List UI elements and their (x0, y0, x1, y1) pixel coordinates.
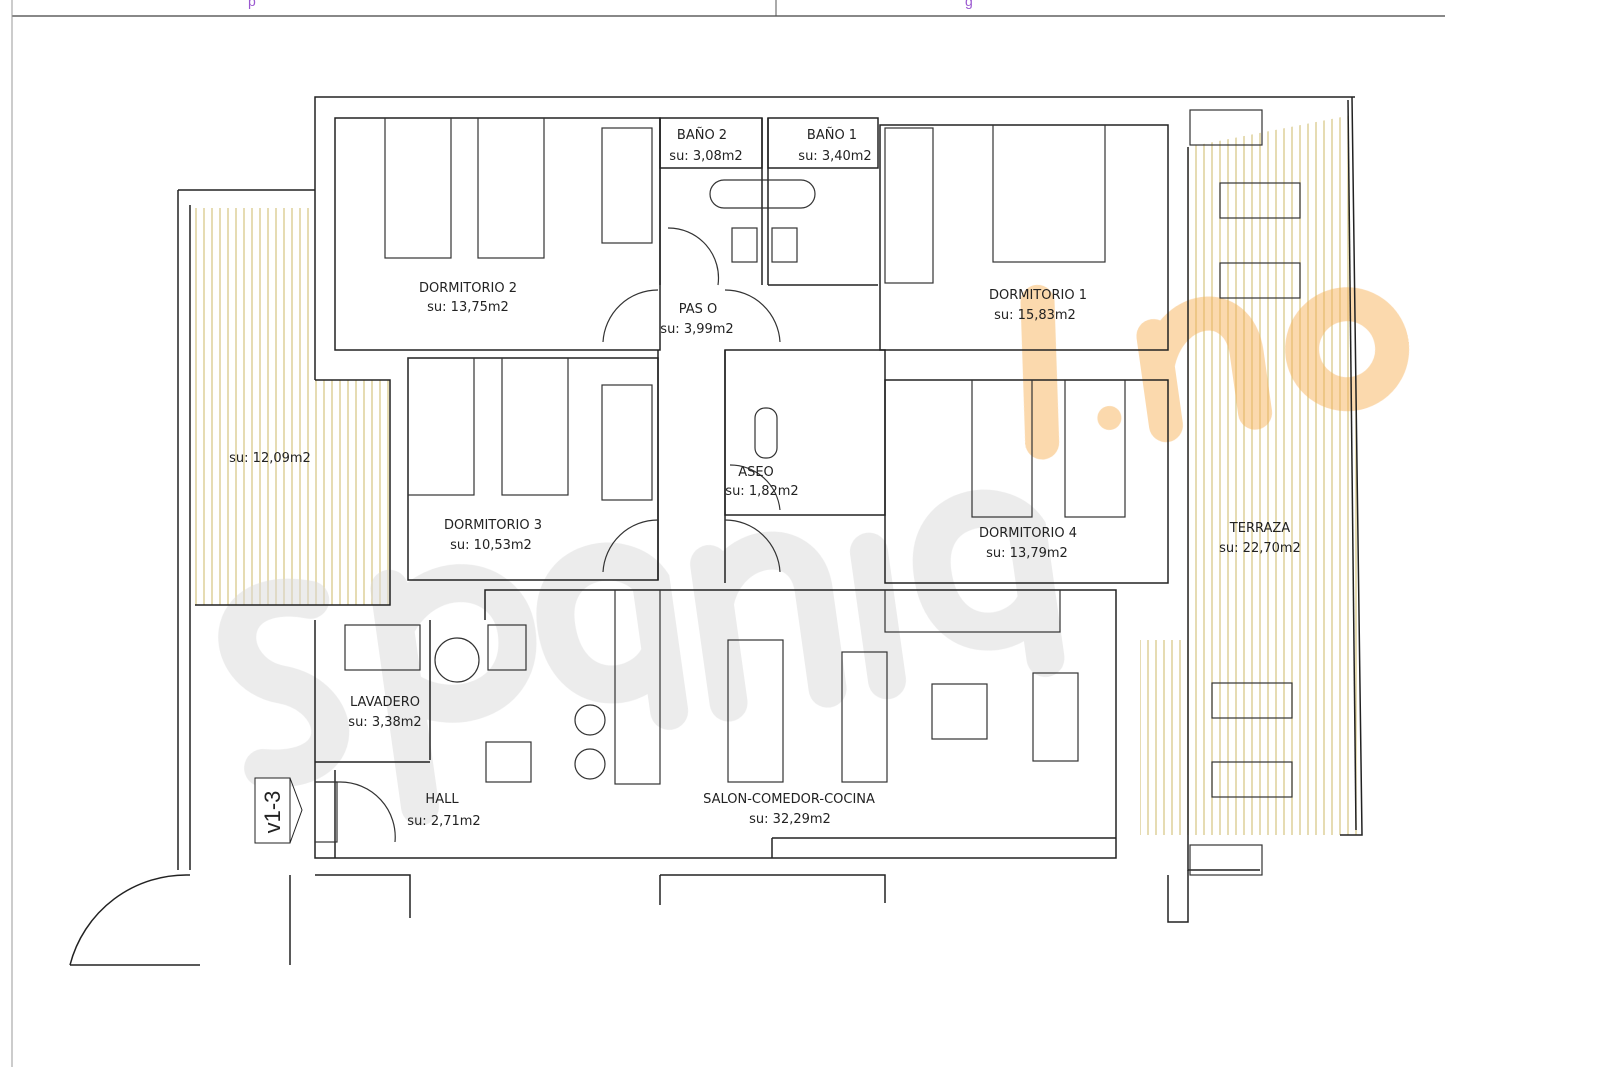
walls (69, 96, 1363, 966)
room-label-text: DORMITORIO 2 (419, 281, 517, 296)
room-dormitorio-3: DORMITORIO 3 su: 10,53m2 (444, 518, 542, 553)
room-salon: SALON-COMEDOR-COCINA su: 32,29m2 (703, 792, 875, 827)
room-label-text: su: 3,40m2 (798, 149, 871, 164)
unit-tag: v1-3 (254, 777, 303, 844)
room-paso: PAS O su: 3,99m2 (660, 302, 733, 337)
bed (384, 117, 452, 259)
terrace-decking (195, 115, 1362, 835)
room-label-text: su: 22,70m2 (1219, 541, 1301, 556)
room-label-text: su: 13,79m2 (986, 546, 1068, 561)
room-dormitorio-2: DORMITORIO 2 su: 13,75m2 (419, 281, 517, 315)
room-label-text: su: 10,53m2 (450, 538, 532, 553)
room-label-text: su: 1,82m2 (725, 484, 798, 499)
header-left-text: p (248, 0, 256, 9)
unit-tag-label: v1-3 (260, 791, 285, 834)
watermark-logo (218, 284, 1410, 826)
room-label-text: TERRAZA (1229, 521, 1290, 536)
watermark-mark-i (1020, 284, 1060, 460)
watermark-letter-i (849, 532, 907, 700)
watermark-letter-a2 (912, 489, 1065, 678)
room-bano-1: BAÑO 1 su: 3,40m2 (798, 127, 871, 164)
room-dormitorio-4: DORMITORIO 4 su: 13,79m2 (979, 526, 1077, 561)
watermark-letter-p (370, 564, 537, 826)
room-aseo: ASEO su: 1,82m2 (725, 465, 798, 499)
room-hall: HALL su: 2,71m2 (407, 792, 480, 829)
room-bano-2: BAÑO 2 su: 3,08m2 (669, 127, 742, 164)
room-label-text: su: 3,99m2 (660, 322, 733, 337)
watermark-dot (1097, 405, 1122, 430)
room-label-text: su: 3,08m2 (669, 149, 742, 164)
watermark-letter-n (690, 531, 847, 722)
watermark-letter-a (536, 542, 689, 730)
doors (314, 227, 781, 843)
room-label-text: ASEO (738, 465, 774, 480)
room-dormitorio-1: DORMITORIO 1 su: 15,83m2 (989, 288, 1087, 323)
room-label-text: su: 2,71m2 (407, 814, 480, 829)
furniture (344, 109, 1301, 876)
room-label-text: DORMITORIO 4 (979, 526, 1077, 541)
room-label-text: DORMITORIO 1 (989, 288, 1087, 303)
room-terraza-izq: su: 12,09m2 (229, 451, 311, 466)
room-label-text: su: 3,38m2 (348, 715, 421, 730)
room-label-text: su: 32,29m2 (749, 812, 831, 827)
room-lavadero: LAVADERO su: 3,38m2 (348, 695, 421, 730)
bed (477, 117, 545, 259)
room-label-text: HALL (425, 792, 459, 807)
room-label-text: su: 12,09m2 (229, 451, 311, 466)
room-label-text: LAVADERO (350, 695, 420, 710)
header-frame: p g (11, 0, 1445, 1067)
room-terraza: TERRAZA su: 22,70m2 (1219, 521, 1301, 556)
header-right-text: g (965, 0, 973, 9)
room-label-text: BAÑO 1 (807, 127, 857, 143)
watermark-letter-s (218, 578, 350, 788)
room-labels: DORMITORIO 2 su: 13,75m2 BAÑO 2 su: 3,08m2… (229, 127, 1301, 829)
room-label-text: su: 15,83m2 (994, 308, 1076, 323)
room-label-text: DORMITORIO 3 (444, 518, 542, 533)
room-label-text: SALON-COMEDOR-COCINA (703, 792, 875, 807)
room-label-text: BAÑO 2 (677, 127, 727, 143)
watermark-letter-o-orange (1285, 287, 1410, 412)
room-label-text: su: 13,75m2 (427, 300, 509, 315)
room-label-text: PAS O (679, 302, 718, 317)
